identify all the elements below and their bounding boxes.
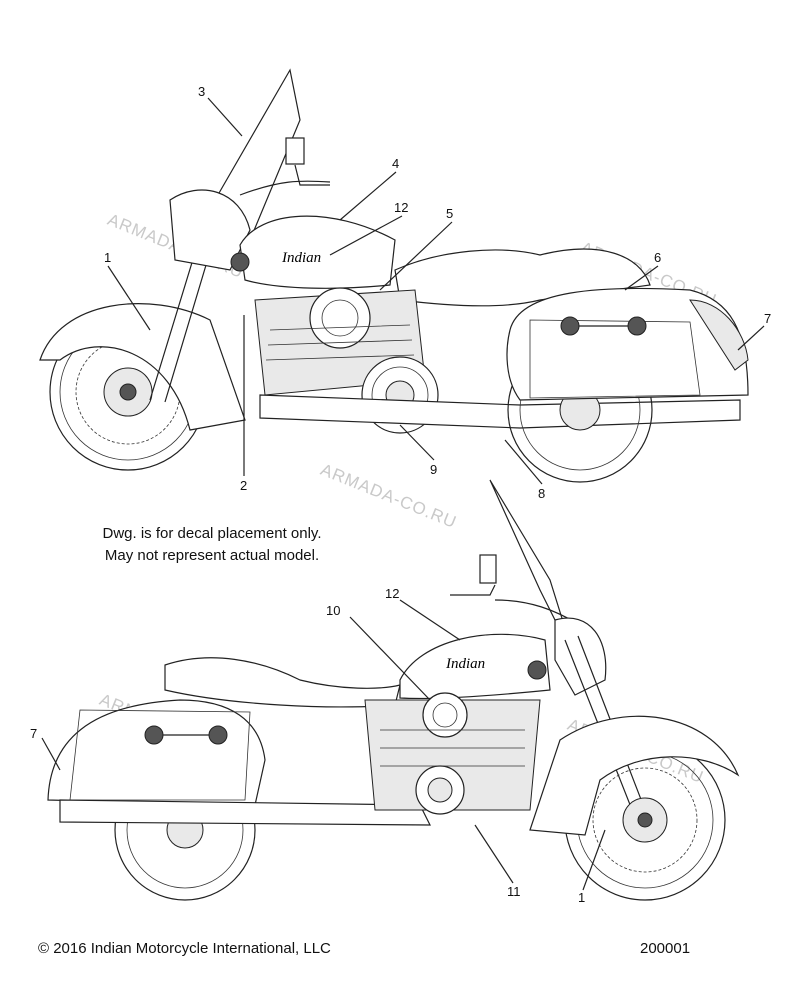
callout-12: 12 (385, 586, 399, 601)
handlebar (239, 180, 331, 196)
mirror (479, 554, 497, 584)
top-leader-lines (107, 97, 765, 485)
drawing-number: 200001 (640, 940, 691, 957)
callout-5: 5 (446, 206, 453, 221)
callout-9: 9 (430, 462, 437, 477)
saddlebag-emblem-decal (560, 316, 580, 336)
tank-emblem-decal (230, 252, 250, 272)
note-line-1: Dwg. is for decal placement only. (102, 525, 322, 542)
mirror (285, 137, 305, 165)
copyright-text: © 2016 Indian Motorcycle International, … (38, 940, 331, 957)
bottom-leader-lines (41, 599, 606, 891)
tank-emblem-decal (527, 660, 547, 680)
engine (364, 692, 541, 815)
fairing (554, 617, 607, 696)
fuel-tank (239, 215, 396, 289)
front-fender (529, 715, 740, 836)
top-callouts: 3 4 12 5 1 6 7 2 9 8 (104, 84, 771, 501)
saddlebag-emblem-decal (144, 725, 164, 745)
placement-note: Dwg. is for decal placement only. May no… (62, 524, 362, 566)
callout-7: 7 (764, 311, 771, 326)
callout-2: 2 (240, 478, 247, 493)
saddlebag-emblem-decal (627, 316, 647, 336)
note-line-2: May not represent actual model. (104, 547, 320, 564)
callout-6: 6 (654, 250, 661, 265)
bottom-callouts: 12 10 7 11 1 (30, 586, 585, 905)
saddlebag (506, 287, 749, 401)
exhaust-pipe (59, 799, 431, 826)
front-fender (39, 303, 246, 431)
callout-1: 1 (104, 250, 111, 265)
callout-12: 12 (394, 200, 408, 215)
callout-3: 3 (198, 84, 205, 99)
saddlebag (47, 699, 266, 806)
saddlebag-emblem-decal (208, 725, 228, 745)
tank-logo-script: Indian (445, 656, 485, 672)
tank-logo-script: Indian (281, 250, 321, 266)
callout-1: 1 (578, 890, 585, 905)
callout-11: 11 (507, 884, 521, 899)
callout-10: 10 (326, 603, 340, 618)
callout-8: 8 (538, 486, 545, 501)
callout-4: 4 (392, 156, 399, 171)
callout-7: 7 (30, 726, 37, 741)
seat (164, 657, 401, 708)
